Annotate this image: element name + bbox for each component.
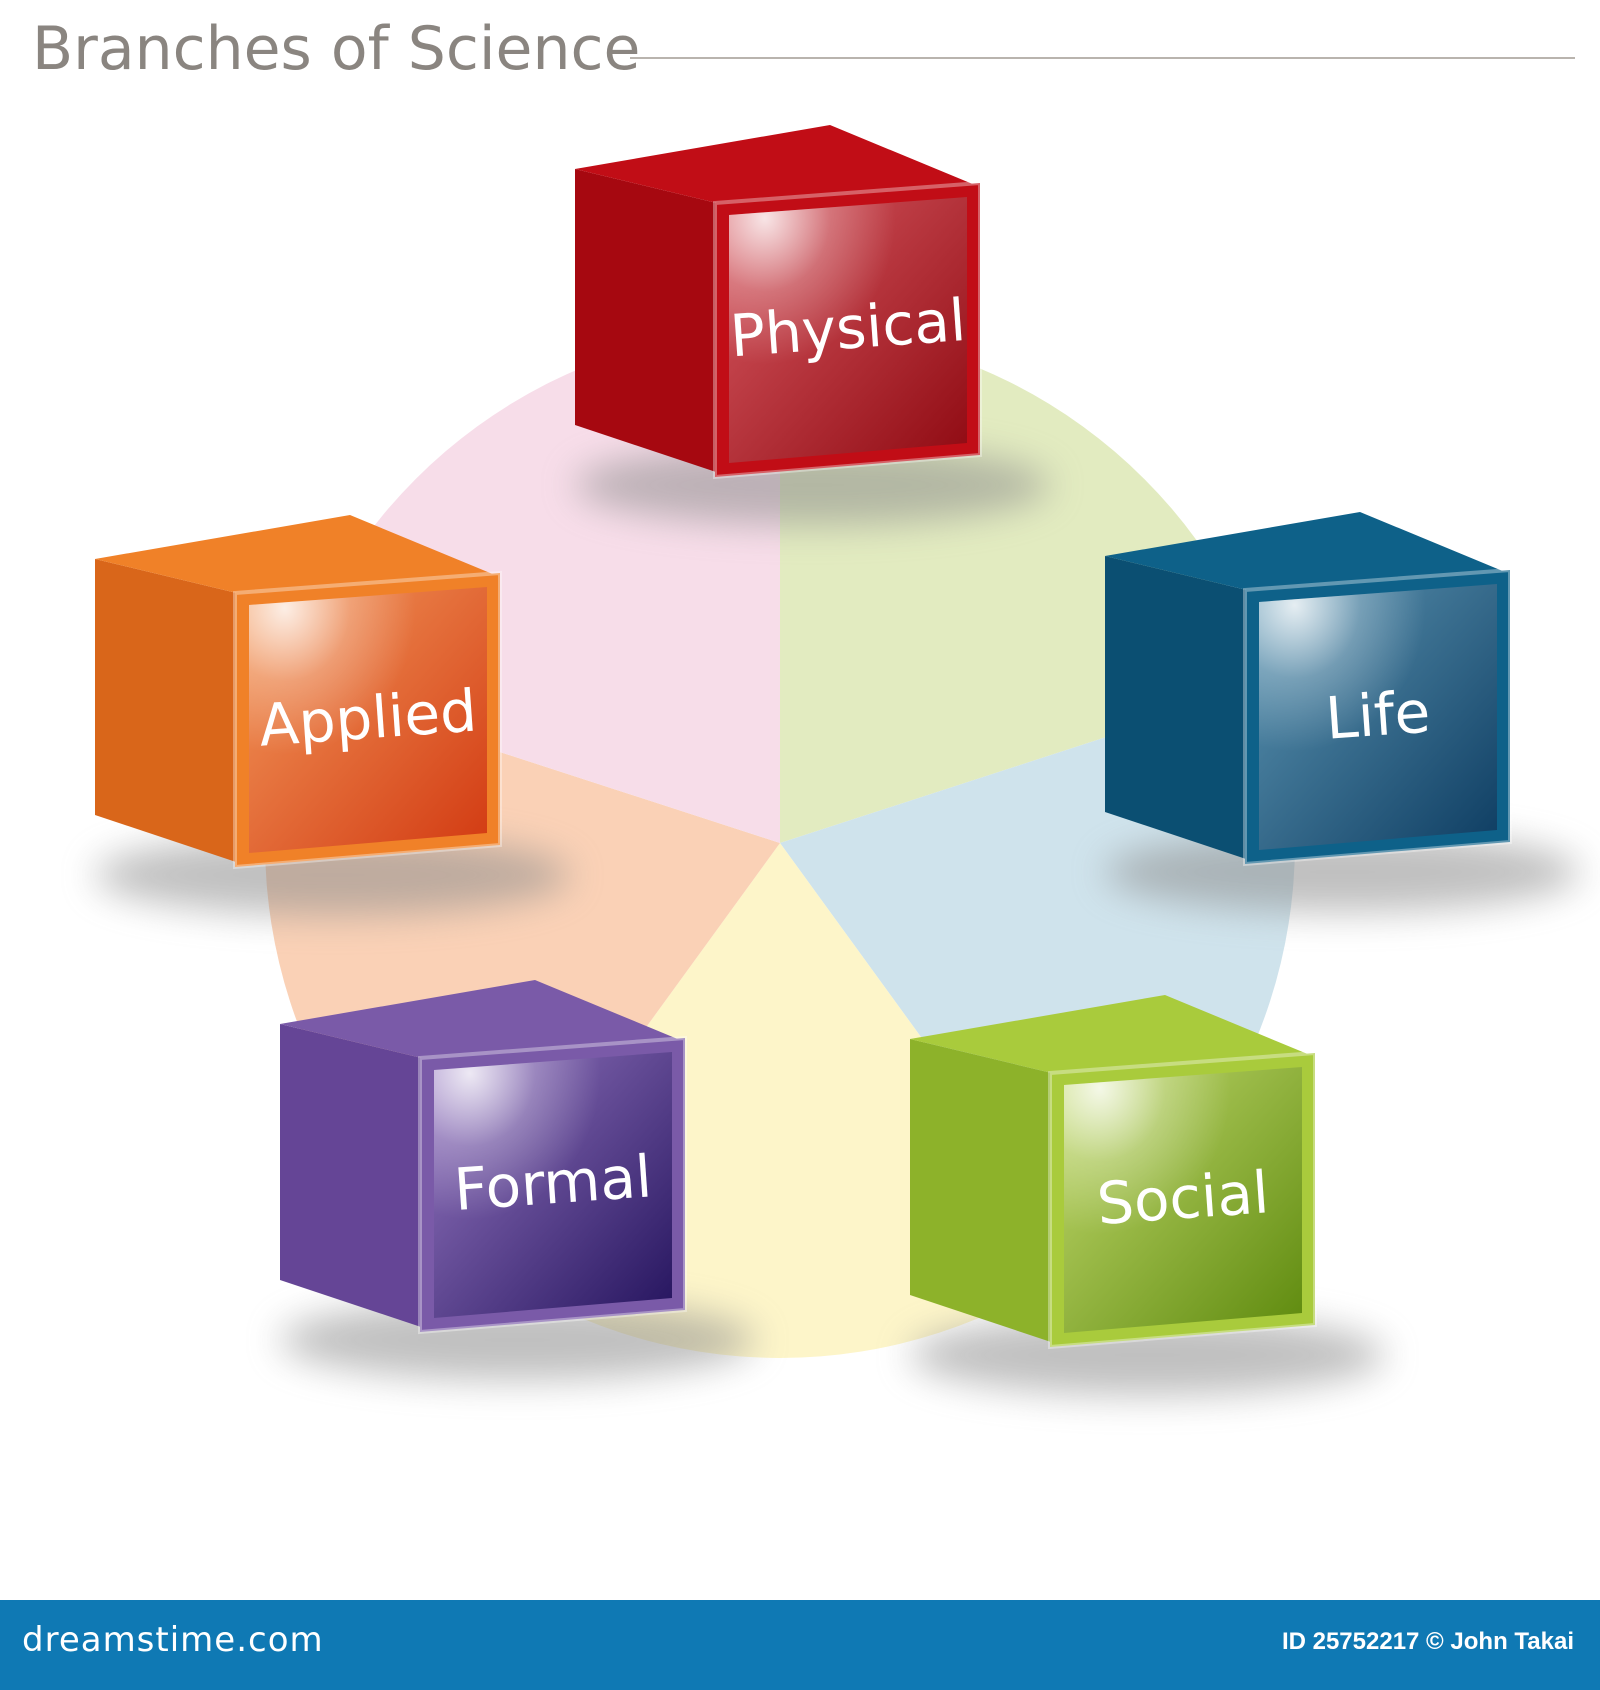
cube-left-face — [1105, 556, 1255, 862]
cube-formal: Formal — [280, 980, 755, 1380]
cube-label-social: Social — [1095, 1158, 1271, 1238]
cube-front-gloss — [1259, 584, 1497, 850]
cube-shadow — [575, 445, 1050, 525]
cube-label-applied: Applied — [257, 677, 479, 760]
cube-top-face — [1105, 512, 1505, 592]
cube-label-life: Life — [1323, 678, 1432, 753]
cube-front-gloss — [729, 197, 967, 463]
cube-top-face — [95, 515, 495, 595]
cube-front-gloss — [249, 587, 487, 853]
footer-bar: dreamstime.com ID 25752217 © John Takai — [0, 1600, 1600, 1690]
cube-front-gloss — [434, 1052, 672, 1318]
diagram-title: Branches of Science — [32, 14, 641, 84]
cube-top-face — [280, 980, 680, 1060]
footer-credit-text: ID 25752217 © John Takai — [1281, 1628, 1574, 1655]
cube-applied: Applied — [95, 515, 570, 915]
cube-shadow — [280, 1300, 755, 1380]
cube-life: Life — [1105, 512, 1580, 912]
cube-top-face — [575, 125, 975, 205]
footer-site-text: dreamstime.com — [22, 1620, 324, 1660]
cube-shadow — [910, 1315, 1385, 1395]
cube-left-face — [575, 169, 725, 475]
title-rule — [630, 57, 1575, 59]
cube-left-face — [95, 559, 245, 865]
cube-left-face — [910, 1039, 1060, 1345]
cube-social: Social — [910, 995, 1385, 1395]
cube-shadow — [95, 835, 570, 915]
cube-front-gloss — [1064, 1067, 1302, 1333]
cube-shadow — [1105, 832, 1580, 912]
cube-physical: Physical — [575, 125, 1050, 525]
cube-top-face — [910, 995, 1310, 1075]
cube-label-formal: Formal — [452, 1142, 654, 1224]
cube-label-physical: Physical — [728, 286, 968, 370]
cube-left-face — [280, 1024, 430, 1330]
